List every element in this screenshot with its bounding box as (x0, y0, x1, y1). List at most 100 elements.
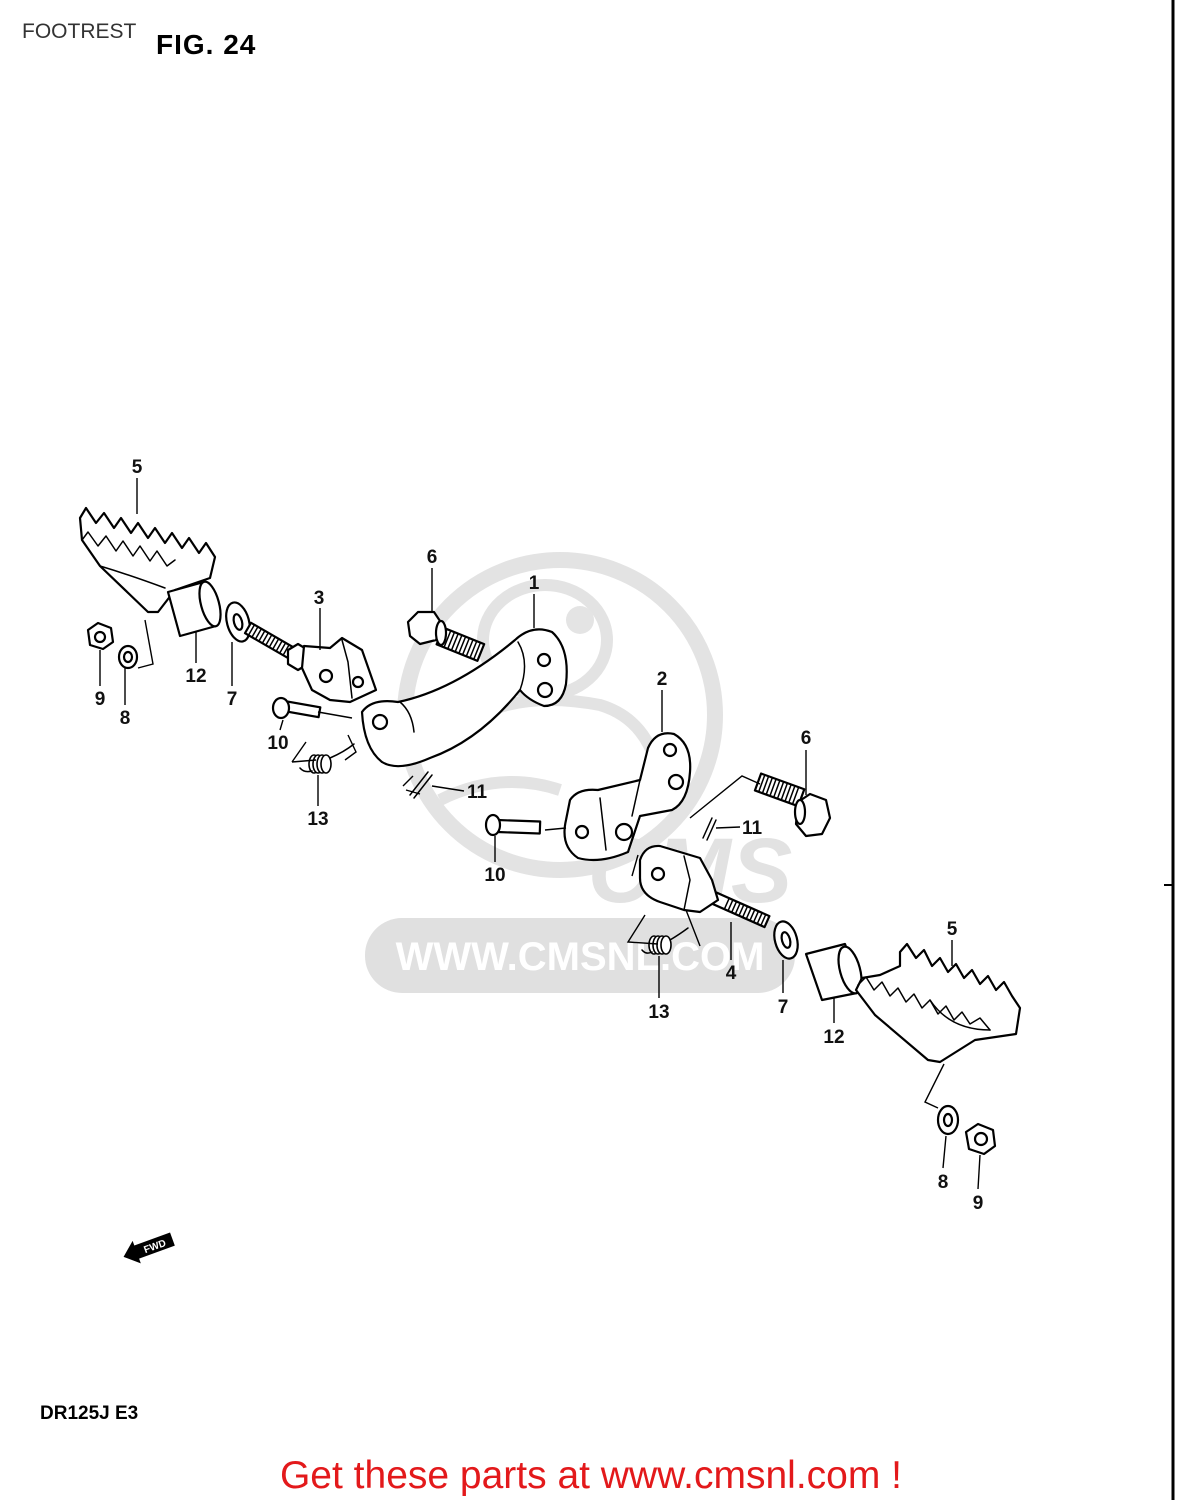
footrest-arm-left-body (360, 628, 568, 768)
bolt-right (753, 772, 832, 838)
bracket-right-fold (683, 855, 691, 911)
callout-spring-left: 13 (307, 809, 328, 830)
assembly-lines-left (137, 619, 421, 795)
peg-cylinder-left (166, 580, 222, 638)
assembly-lines-right (544, 775, 945, 1109)
nut-left (86, 621, 115, 651)
footrest-arm-left-pivot-hole (371, 713, 389, 731)
footrest-arm-left (360, 628, 568, 768)
callout-spring-washer-left: 8 (120, 708, 131, 729)
pivot-pin-right-shank (495, 818, 542, 835)
footrest-peg-left-lower-rail (81, 531, 176, 567)
callout-pin-right: 10 (484, 865, 505, 886)
peg-cylinder-right-end (837, 945, 863, 995)
footrest-bracket-right (638, 844, 771, 929)
footrest-peg-right-web (929, 999, 991, 1031)
pivot-pin-right (484, 813, 542, 837)
footrest-peg-right-body (854, 942, 1022, 1064)
footrest-peg-left (78, 506, 217, 614)
forward-arrow-icon: FWD (123, 1232, 175, 1264)
nut-right-hole (973, 1131, 989, 1147)
bolt-right-thread (753, 772, 806, 808)
cotter-pin-left (409, 771, 433, 799)
footrest-peg-right (854, 942, 1022, 1064)
callout-washer-right: 7 (778, 997, 789, 1018)
section-title: FOOTREST (22, 20, 137, 43)
forward-arrow-shape (123, 1232, 175, 1264)
spring-washer-right (936, 1104, 960, 1136)
callout-nut-left: 9 (95, 689, 106, 710)
callout-pin-left: 10 (267, 733, 288, 754)
peg-cylinder-right (804, 942, 864, 1002)
footrest-arm-right-hole-3 (614, 822, 634, 842)
spring-washer-left-hole (122, 650, 134, 664)
pivot-pin-left (271, 696, 322, 720)
footrest-arm-right-hole-2 (667, 773, 685, 791)
cotter-pin-right (702, 817, 717, 841)
spring-left-coil-4 (320, 754, 332, 774)
bracket-right-thread-lines (723, 897, 767, 927)
spring-washer-left (117, 644, 139, 670)
callout-arm-right: 2 (657, 669, 668, 690)
callout-cotter-right: 11 (742, 818, 763, 839)
footrest-peg-left-body (78, 506, 217, 614)
peg-cylinder-left-end (198, 580, 222, 628)
footrest-arm-right-hole-4 (574, 824, 590, 840)
footrest-bracket-left (243, 621, 378, 704)
washer-left-hole (232, 613, 244, 631)
spring-washer-right-hole (942, 1112, 954, 1128)
bolt-left (406, 610, 486, 662)
callout-washer-left: 7 (227, 689, 238, 710)
spring-right-hook (641, 927, 689, 954)
spring-right-coil-4 (660, 935, 672, 955)
callout-bracket-left: 3 (314, 588, 325, 609)
footrest-arm-left-hole-1 (536, 652, 552, 668)
watermark-url-band (365, 918, 795, 993)
callout-nut-right: 9 (973, 1193, 984, 1214)
footrest-arm-right (563, 732, 692, 862)
forward-arrow-label: FWD (143, 1238, 168, 1256)
washer-left (225, 601, 251, 643)
callout-cotter-left: 11 (467, 782, 488, 803)
return-spring-right (641, 927, 689, 955)
model-code: DR125J E3 (40, 1403, 138, 1424)
callout-footpeg-left: 5 (132, 457, 143, 478)
bracket-right-hole (650, 866, 666, 882)
pivot-pin-right-head (484, 813, 502, 837)
part-callouts: 5 6 3 1 12 7 9 8 10 13 11 2 6 11 10 4 13… (95, 457, 984, 1214)
callout-bolt-left: 6 (427, 547, 438, 568)
bolt-left-flange (434, 619, 448, 647)
footrest-peg-right-lower-rail (857, 976, 991, 1031)
nut-right (964, 1122, 997, 1156)
footrest-peg-left-web (99, 565, 166, 589)
bracket-right-plate (638, 844, 720, 914)
promo-text: Get these parts at www.cmsnl.com ! (280, 1454, 902, 1497)
footrest-arm-right-fold (599, 779, 641, 851)
washer-right (773, 920, 799, 960)
bracket-left-hole-1 (318, 668, 334, 684)
pivot-pin-left-head (271, 696, 291, 720)
figure-number: FIG. 24 (156, 29, 256, 60)
bracket-left-fold (341, 639, 353, 699)
footrest-arm-left-ridge (399, 641, 526, 733)
return-spring-left (299, 743, 355, 774)
bracket-left-plate (300, 636, 378, 704)
footrest-arm-right-hole-1 (662, 742, 678, 758)
footrest-arm-right-body (563, 732, 692, 862)
callout-bolt-right: 6 (801, 728, 812, 749)
bracket-left-hole-2 (351, 675, 365, 689)
pivot-pin-right-shank-group (495, 818, 542, 835)
callout-leader-lines (99, 478, 981, 1190)
nut-left-hole (93, 630, 107, 644)
watermark-mascot-eye (566, 606, 594, 634)
callout-spring-right: 13 (648, 1002, 669, 1023)
footrest-arm-left-hole-2 (536, 681, 554, 699)
bracket-left-thread-lines (247, 624, 290, 656)
bolt-right-thread-lines (757, 774, 800, 805)
watermark-logo: CMS WWW.CMSNL.COM (365, 552, 795, 993)
callout-arm-left: 1 (529, 573, 540, 594)
washer-right-hole (780, 931, 792, 949)
callout-footpeg-right: 5 (947, 919, 958, 940)
callout-bracket-right: 4 (726, 963, 737, 984)
